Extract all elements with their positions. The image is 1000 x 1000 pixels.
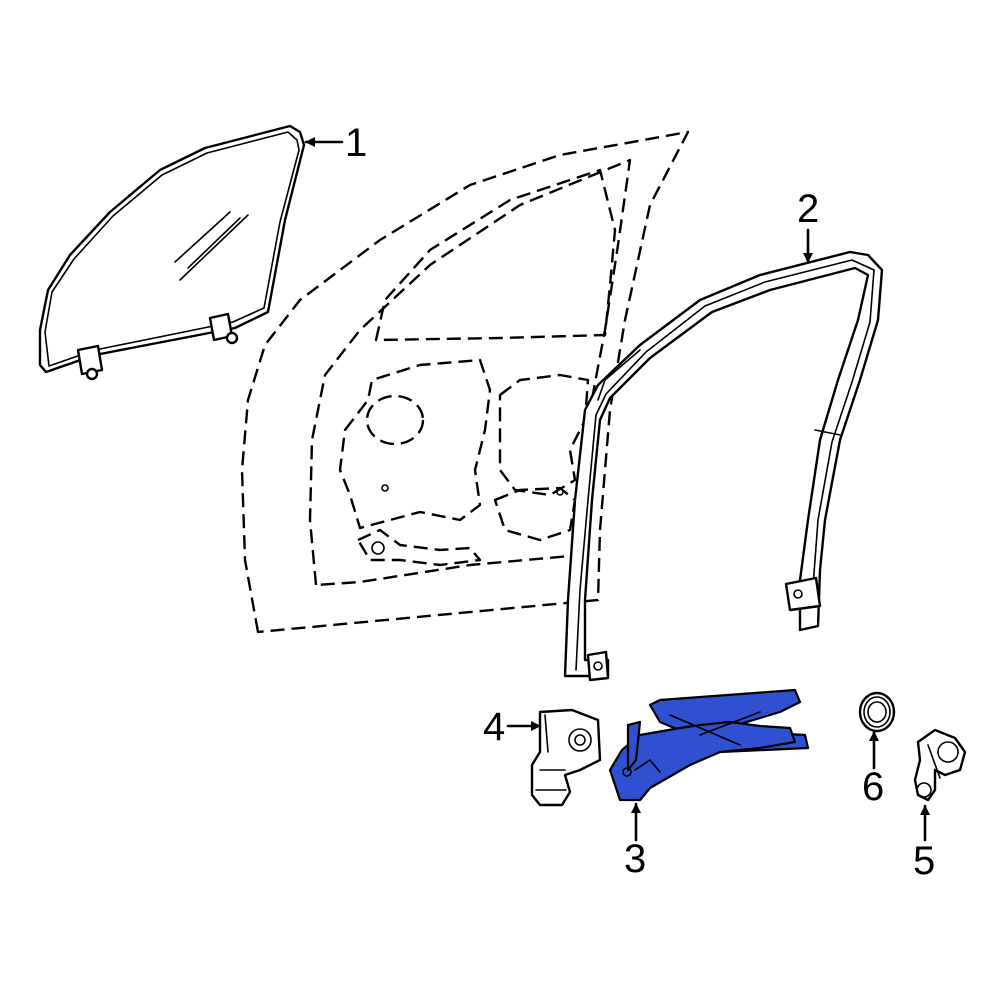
window-crank-handle bbox=[913, 728, 967, 802]
regulator-motor bbox=[530, 708, 602, 807]
door-glass bbox=[38, 124, 306, 381]
callout-label-1: 1 bbox=[345, 121, 367, 165]
callout-6: 6 bbox=[862, 730, 884, 809]
callout-label-5: 5 bbox=[913, 839, 935, 883]
callout-label-4: 4 bbox=[483, 705, 505, 749]
callout-1: 1 bbox=[304, 121, 367, 165]
callout-5: 5 bbox=[913, 804, 935, 883]
regulator-bracket bbox=[626, 720, 642, 772]
door-shell-outline bbox=[240, 130, 690, 634]
callout-3: 3 bbox=[624, 802, 646, 881]
callout-label-3: 3 bbox=[624, 837, 646, 881]
callout-2: 2 bbox=[797, 187, 819, 264]
callout-label-2: 2 bbox=[797, 187, 819, 231]
regulator-lower-arm bbox=[608, 720, 797, 802]
glass-run-channel bbox=[563, 250, 884, 682]
crank-handle-bezel bbox=[858, 691, 896, 733]
window-regulator bbox=[608, 688, 810, 802]
callout-label-6: 6 bbox=[862, 765, 884, 809]
callout-4: 4 bbox=[483, 705, 542, 749]
